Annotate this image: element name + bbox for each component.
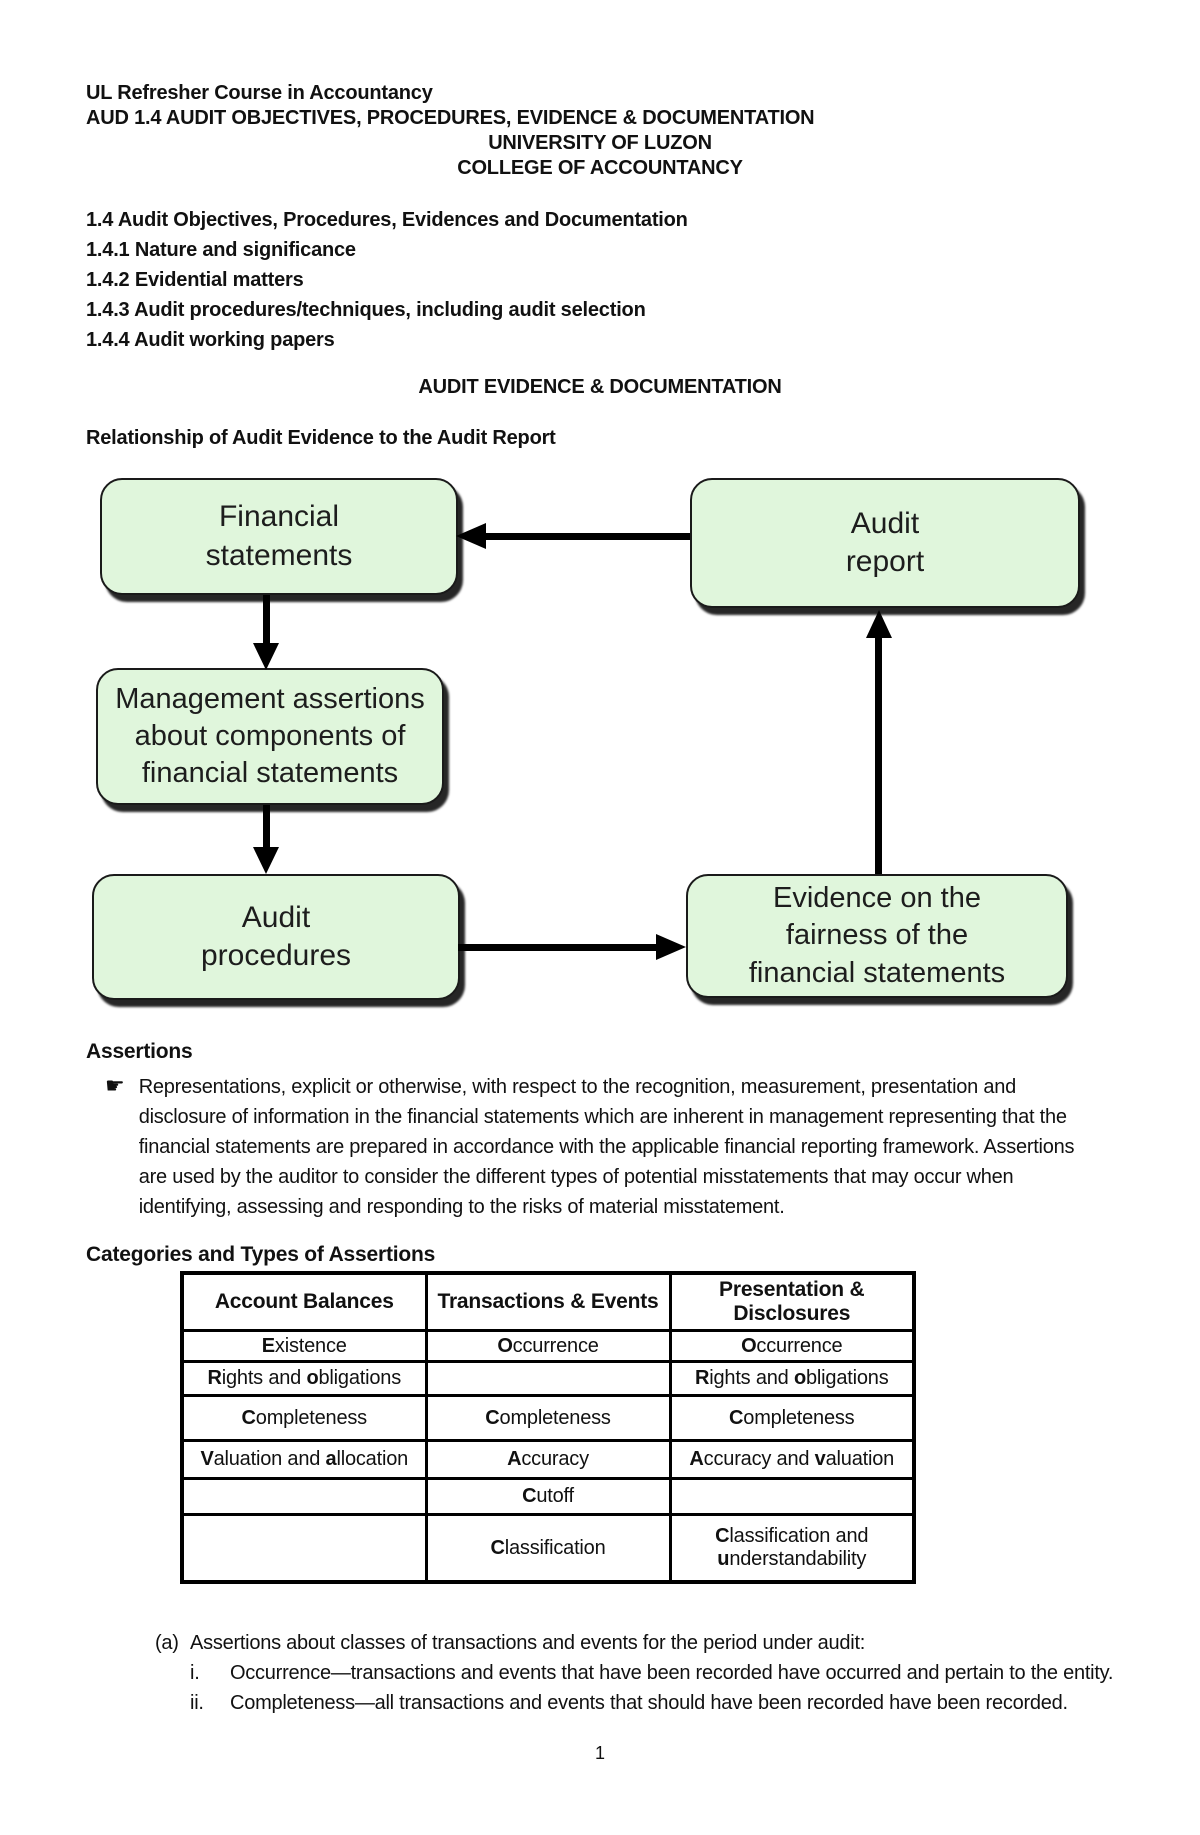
note-a: (a) Assertions about classes of transact… [155, 1628, 1200, 1658]
table-cell: Completeness [668, 1394, 916, 1442]
section-title: AUDIT EVIDENCE & DOCUMENTATION [418, 376, 782, 398]
assertions-heading: Assertions [86, 1040, 193, 1063]
table-cell: Classification and understandability [668, 1513, 916, 1584]
table-column-header: Transactions & Events [424, 1271, 672, 1332]
table-column-header: Account Balances [180, 1271, 428, 1332]
table-cell: Occurrence [424, 1329, 672, 1363]
college-name: COLLEGE OF ACCOUNTANCY [457, 157, 743, 179]
note-item-text: Completeness—all transactions and events… [230, 1692, 1068, 1714]
table-cell [180, 1513, 428, 1584]
outline-item: 1.4.1 Nature and significance [86, 239, 356, 261]
categories-heading: Categories and Types of Assertions [86, 1243, 436, 1266]
assertions-definition: Representations, explicit or otherwise, … [138, 1076, 1075, 1218]
table-cell [668, 1477, 916, 1516]
table-cell: Completeness [180, 1394, 428, 1442]
note-item-label: i. [190, 1662, 200, 1684]
table-cell: Rights and obligations [668, 1360, 916, 1397]
assertions-bullet: ☛ Representations, explicit or otherwise… [105, 1072, 1105, 1222]
diagram-area [0, 451, 1200, 1039]
table-cell: Accuracy and valuation [668, 1439, 916, 1480]
diagram-heading: Relationship of Audit Evidence to the Au… [86, 427, 556, 449]
table-cell: Rights and obligations [180, 1360, 428, 1397]
note-item-i: i. Occurrence—transactions and events th… [190, 1658, 1200, 1688]
pointing-hand-icon: ☛ [105, 1074, 125, 1099]
table-cell: Completeness [424, 1394, 672, 1442]
table-cell: Existence [180, 1329, 428, 1363]
outline-item: 1.4.2 Evidential matters [86, 269, 304, 291]
note-a-label: (a) [155, 1632, 179, 1654]
table-cell [180, 1477, 428, 1516]
table-row: Cutoff [180, 1477, 916, 1516]
course-title: UL Refresher Course in Accountancy [86, 82, 433, 104]
notes-section: (a) Assertions about classes of transact… [155, 1628, 1200, 1718]
page-number: 1 [594, 1743, 605, 1763]
table-cell: Accuracy [424, 1439, 672, 1480]
outline-item: 1.4.4 Audit working papers [86, 329, 335, 351]
university-name: UNIVERSITY OF LUZON [488, 132, 712, 154]
table-cell: Classification [424, 1513, 672, 1584]
note-item-ii: ii. Completeness—all transactions and ev… [190, 1688, 1200, 1718]
table-row: Rights and obligations Rights and obligat… [180, 1360, 916, 1397]
table-cell: Cutoff [424, 1477, 672, 1516]
module-title: AUD 1.4 AUDIT OBJECTIVES, PROCEDURES, EV… [86, 107, 815, 129]
top-margin [0, 0, 1200, 81]
note-item-label: ii. [190, 1692, 204, 1714]
note-item-text: Occurrence—transactions and events that … [230, 1662, 1114, 1684]
note-a-text: Assertions about classes of transactions… [190, 1632, 866, 1654]
topic-outline: 1.4 Audit Objectives, Procedures, Eviden… [86, 205, 1200, 355]
outline-item: 1.4.3 Audit procedures/techniques, inclu… [86, 299, 646, 321]
table-cell: Valuation and allocation [180, 1439, 428, 1480]
table-cell [424, 1360, 672, 1397]
table-column-header: Presentation & Disclosures [668, 1271, 916, 1332]
outline-item: 1.4 Audit Objectives, Procedures, Eviden… [86, 209, 688, 231]
table-cell: Occurrence [668, 1329, 916, 1363]
